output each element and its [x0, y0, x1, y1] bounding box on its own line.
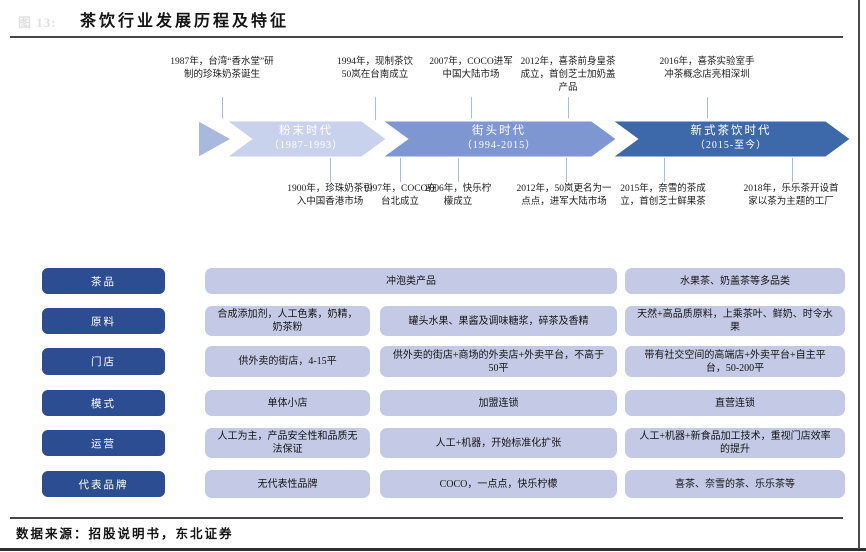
data-source: 数据来源：招股说明书，东北证券	[16, 527, 234, 541]
page-bottom-border	[0, 548, 866, 551]
connector-line	[664, 158, 665, 182]
table-cell: 人工+机器+新食品加工技术，重视门店效率的提升	[625, 428, 845, 458]
table-cell: 人工为主，产品安全性和品质无法保证	[205, 428, 370, 458]
connector-line	[222, 97, 223, 120]
table-cell: 直营连锁	[625, 390, 845, 416]
connector-line	[707, 97, 708, 120]
table-cell: COCO，一点点，快乐柠檬	[380, 470, 617, 498]
era-name: 街头时代	[472, 125, 526, 137]
connector-line	[375, 97, 376, 120]
era-name: 粉末时代	[279, 125, 333, 137]
table-cell: 加盟连锁	[380, 390, 617, 416]
table-cell: 冲泡类产品	[205, 268, 617, 294]
era-label-powder: 粉末时代 （1987-1993）	[236, 124, 376, 158]
table-cell: 带有社交空间的高端店+外卖平台+自主平台，50-200平	[625, 346, 845, 377]
era-label-new-style: 新式茶饮时代 （2015-至今）	[631, 124, 831, 158]
table-cell: 喜茶、奈雪的茶、乐乐茶等	[625, 470, 845, 498]
connector-line	[568, 97, 569, 120]
page-title: 茶饮行业发展历程及特征	[80, 13, 290, 30]
timeline-event-top-2007: 2007年，COCO进军中国大陆市场	[429, 57, 513, 80]
connector-line	[792, 158, 793, 182]
timeline-event-top-1987: 1987年，台湾“香水堂”研制的珍珠奶茶诞生	[170, 57, 274, 80]
footer-divider	[10, 517, 843, 519]
era-name: 新式茶饮时代	[690, 125, 772, 137]
connector-line	[458, 158, 459, 182]
timeline-event-bottom-2006: 2006年，快乐柠檬成立	[424, 184, 492, 207]
table-cell: 无代表性品牌	[205, 470, 370, 498]
table-cell: 水果茶、奶盖茶等多品类	[625, 268, 845, 294]
timeline-event-bottom-2018: 2018年，乐乐茶开设首家以茶为主题的工厂	[743, 184, 839, 207]
timeline-event-top-2016: 2016年，喜茶实验室手冲茶概念店亮相深圳	[659, 57, 755, 80]
connector-line	[330, 158, 331, 182]
timeline-event-bottom-1900: 1900年，珍珠奶茶引入中国香港市场	[287, 184, 373, 207]
row-label-model: 模式	[42, 390, 165, 416]
timeline-start-arrow-icon	[197, 118, 235, 160]
timeline-event-bottom-1997: 1997年，COCO在台北成立	[363, 184, 437, 207]
table-cell: 罐头水果、果酱及调味糖浆，碎茶及香精	[380, 306, 617, 336]
timeline-event-bottom-2015: 2015年，奈雪的茶成立，首创芝士鲜果茶	[620, 184, 706, 207]
title-divider	[10, 36, 843, 38]
table-cell: 天然+高品质原料，上乘茶叶、鲜奶、时令水果	[625, 306, 845, 336]
era-period: （1987-1993）	[268, 140, 344, 151]
row-label-brands: 代表品牌	[42, 471, 165, 497]
figure-number: 图 13:	[18, 15, 57, 30]
table-cell: 人工+机器，开始标准化扩张	[380, 428, 617, 458]
page-right-border	[858, 0, 860, 549]
era-period: （2015-至今）	[694, 140, 768, 151]
row-label-operations: 运营	[42, 430, 165, 456]
timeline-event-top-2012: 2012年，喜茶前身皇茶成立，首创芝士加奶盖产品	[520, 57, 616, 93]
connector-line	[566, 158, 567, 182]
row-label-stores: 门店	[42, 348, 165, 375]
row-label-products: 茶品	[42, 268, 165, 294]
era-label-street: 街头时代 （1994-2015）	[399, 124, 599, 158]
connector-line	[471, 97, 472, 120]
connector-line	[400, 158, 401, 182]
row-label-ingredients: 原料	[42, 308, 165, 334]
era-period: （1994-2015）	[461, 140, 537, 151]
timeline-event-bottom-2012: 2012年，50岚更名为一点点，进军大陆市场	[516, 184, 612, 207]
table-cell: 供外卖的街店，4-15平	[205, 346, 370, 377]
timeline-event-top-1994: 1994年，现制茶饮50岚在台南成立	[336, 57, 413, 80]
table-cell: 供外卖的街店+商场的外卖店+外卖平台，不高于50平	[380, 346, 617, 377]
table-cell: 合成添加剂，人工色素，奶精，奶茶粉	[205, 306, 370, 336]
table-cell: 单体小店	[205, 390, 370, 416]
